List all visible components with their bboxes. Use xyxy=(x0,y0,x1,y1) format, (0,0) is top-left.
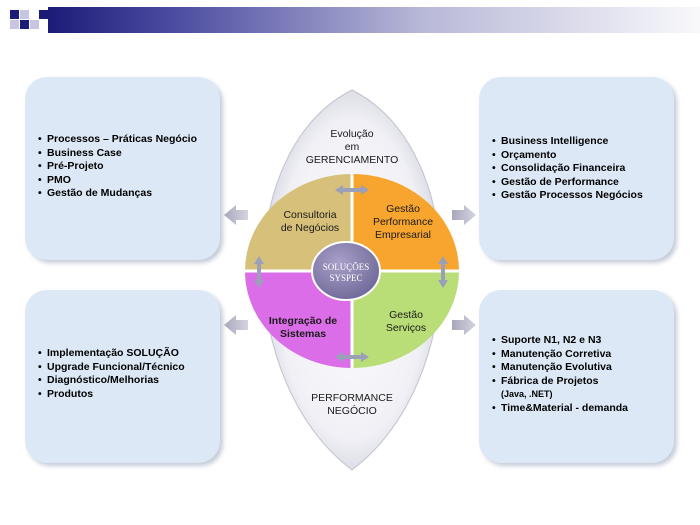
header-square xyxy=(10,10,19,19)
list-item: •Diagnóstico/Melhorias xyxy=(38,374,160,387)
list-item: •PMO xyxy=(38,173,71,186)
panel-bottom-right-list: •Suporte N1, N2 e N3 •Manutenção Correti… xyxy=(492,334,628,416)
top-label: Evolução em GERENCIAMENTO xyxy=(305,128,399,166)
list-item: •Time&Material - demanda xyxy=(492,401,629,414)
list-item: •Upgrade Funcional/Técnico xyxy=(38,360,185,373)
list-item: •Produtos xyxy=(38,387,94,400)
panel-bottom-left: •Implementação SOLUÇÃO •Upgrade Funciona… xyxy=(25,290,220,463)
list-item: •Orçamento xyxy=(492,148,557,161)
arrow-to-bottom-left xyxy=(224,315,248,335)
bottom-label: PERFORMANCE NEGÓCIO xyxy=(311,392,393,417)
header-gradient xyxy=(48,7,700,33)
header-square xyxy=(20,20,29,29)
double-arrow-top xyxy=(335,185,369,195)
panel-top-left-list: •Processos – Práticas Negócio •Business … xyxy=(38,133,197,201)
list-item: •Manutenção Corretiva xyxy=(492,347,612,360)
hub-circle xyxy=(311,241,381,301)
panel-bottom-right: •Suporte N1, N2 e N3 •Manutenção Correti… xyxy=(479,290,674,463)
list-item-note: (Java, .NET) xyxy=(501,389,553,400)
list-item: •Suporte N1, N2 e N3 xyxy=(492,334,602,346)
quadrant-gestao-performance xyxy=(352,174,459,271)
list-item: •Business Case xyxy=(38,146,122,159)
header-square xyxy=(10,20,19,29)
panel-top-left: •Processos – Práticas Negócio •Business … xyxy=(25,77,220,260)
list-item: •Business Intelligence xyxy=(492,135,609,147)
list-item: •Pré-Projeto xyxy=(38,160,104,173)
list-item: •Processos – Práticas Negócio xyxy=(38,133,197,145)
list-item: •Gestão de Mudanças xyxy=(38,187,153,200)
quadrant-integracao xyxy=(245,271,352,368)
list-item: •Gestão de Performance xyxy=(492,175,619,188)
hub-label: SOLUÇÕES SYSPEC xyxy=(322,262,370,283)
arrow-to-top-left xyxy=(224,205,248,225)
quadrant-label-consultoria: Consultoria de Negócios xyxy=(280,209,340,234)
quadrant-label-integracao: Integração de Sistemas xyxy=(268,315,338,340)
double-arrow-bottom xyxy=(335,352,369,362)
quadrant-label-gestao-servicos: Gestão Serviços xyxy=(385,309,427,334)
header-square xyxy=(20,10,29,19)
list-item: •Manutenção Evolutiva xyxy=(492,361,612,374)
panel-bottom-left-list: •Implementação SOLUÇÃO •Upgrade Funciona… xyxy=(38,347,185,401)
list-item: •Consolidação Financeira xyxy=(492,162,626,175)
panel-top-right: •Business Intelligence •Orçamento •Conso… xyxy=(479,77,674,260)
quadrant-consultoria xyxy=(245,174,352,271)
quadrant-label-gestao-performance: Gestão Performance Empresarial xyxy=(372,203,434,241)
header-bar xyxy=(0,0,700,36)
list-item: •Fábrica de Projetos xyxy=(492,374,599,387)
double-arrow-right xyxy=(438,256,448,288)
quadrant-gestao-servicos xyxy=(352,271,459,368)
double-arrow-left xyxy=(254,256,264,288)
arrow-to-top-right xyxy=(452,205,476,225)
list-item: •Gestão Processos Negócios xyxy=(492,189,643,202)
header-square xyxy=(30,20,39,29)
panel-top-right-list: •Business Intelligence •Orçamento •Conso… xyxy=(492,135,643,203)
header-square xyxy=(39,10,48,19)
arrow-to-bottom-right xyxy=(452,315,476,335)
list-item: •Implementação SOLUÇÃO xyxy=(38,347,179,359)
